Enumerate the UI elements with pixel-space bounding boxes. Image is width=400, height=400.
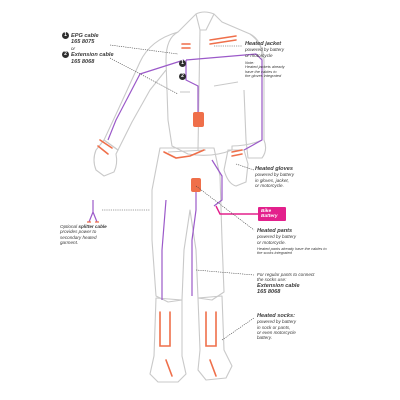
regular-pants-label: For regular pants to connect the socks u… [257,272,367,295]
extension-cable-name: Extension cable [71,52,114,59]
splitter-line-2: secondary heated [60,234,97,240]
pants-desc-2: or motorcycle. [257,239,286,245]
regular-line-1: For regular pants to connect [257,272,315,277]
pants-note-2: the socks integrated [257,250,292,256]
jacket-desc-1: powered by battery [245,47,285,53]
splitter-line-0: Optional splitter cable [60,224,130,229]
gloves-label: Heated gloves powered by battery in glov… [255,166,335,188]
splitter-bold: splitter cable [78,224,107,229]
right-glove-outline [223,149,249,187]
gloves-desc-3: or motorcycle. [255,182,284,188]
leader-lines [102,44,255,341]
boots-outline [149,295,233,383]
gloves-desc-2: in gloves, jacket, [255,177,289,183]
battery-cable [215,205,258,215]
extension-cable-number: 2 [62,51,69,59]
jacket-battery-pack [193,112,204,127]
jacket-note-2: have the cables to [245,68,277,74]
splitter-line-1: provides power to [60,229,97,235]
splitter-line-3: garment. [60,239,79,245]
wiring [107,53,263,300]
socks-desc-3: or even motorcycle [257,329,296,335]
pants-note-1: Heated pants already have the cables to [257,245,327,251]
jacket-note-3: the gloves integrated [245,73,282,79]
jacket-note-title: Note: [245,59,255,65]
pants-battery-pack [191,178,201,192]
splitter-cable-icon [87,200,99,223]
jacket-desc-2: or motorcycle [245,52,273,58]
pants-title: Heated pants [257,228,293,234]
jacket-note-1: Heated jackets already [245,64,285,70]
marker-1: 1 [179,60,186,67]
regular-line-2: the socks use: [257,277,287,283]
socks-desc-4: battery. [257,335,272,341]
socks-desc-2: in sock or pants, [257,324,291,330]
socks-label: Heated socks: powered by battery in sock… [257,313,347,341]
battery-line-1: Bike [261,208,272,214]
socks-desc-1: powered by battery [257,319,297,325]
gloves-title: Heated gloves [255,166,293,172]
jacket-outline [103,11,267,159]
splitter-label: Optional splitter cable provides power t… [60,224,130,245]
jacket-title: Heated jacket [245,41,282,47]
splitter-pre: Optional [60,224,79,229]
pants-desc-1: powered by battery [257,234,297,240]
jacket-label: Heated jacket powered by battery or moto… [245,41,325,79]
marker-2: 2 [179,73,186,80]
left-glove-outline [93,139,119,177]
regular-cable-part: 165 8068 [257,288,281,295]
socks-title: Heated socks: [257,313,295,319]
epg-cable-number: 1 [62,32,69,39]
bike-battery: Bike Battery [258,207,286,221]
pants-label: Heated pants powered by battery or motor… [257,228,357,256]
gloves-desc-1: powered by battery [255,172,295,178]
regular-cable-name: Extension cable [257,282,300,289]
epg-cable-part: 165 8075 [71,39,95,46]
epg-cable-name: EPG cable [71,32,99,39]
heating-elements [97,35,243,377]
battery-line-2: Battery [261,214,278,219]
cable-or: or [71,45,76,51]
pants-outline [151,147,225,303]
extension-cable-part: 165 8068 [71,58,95,65]
